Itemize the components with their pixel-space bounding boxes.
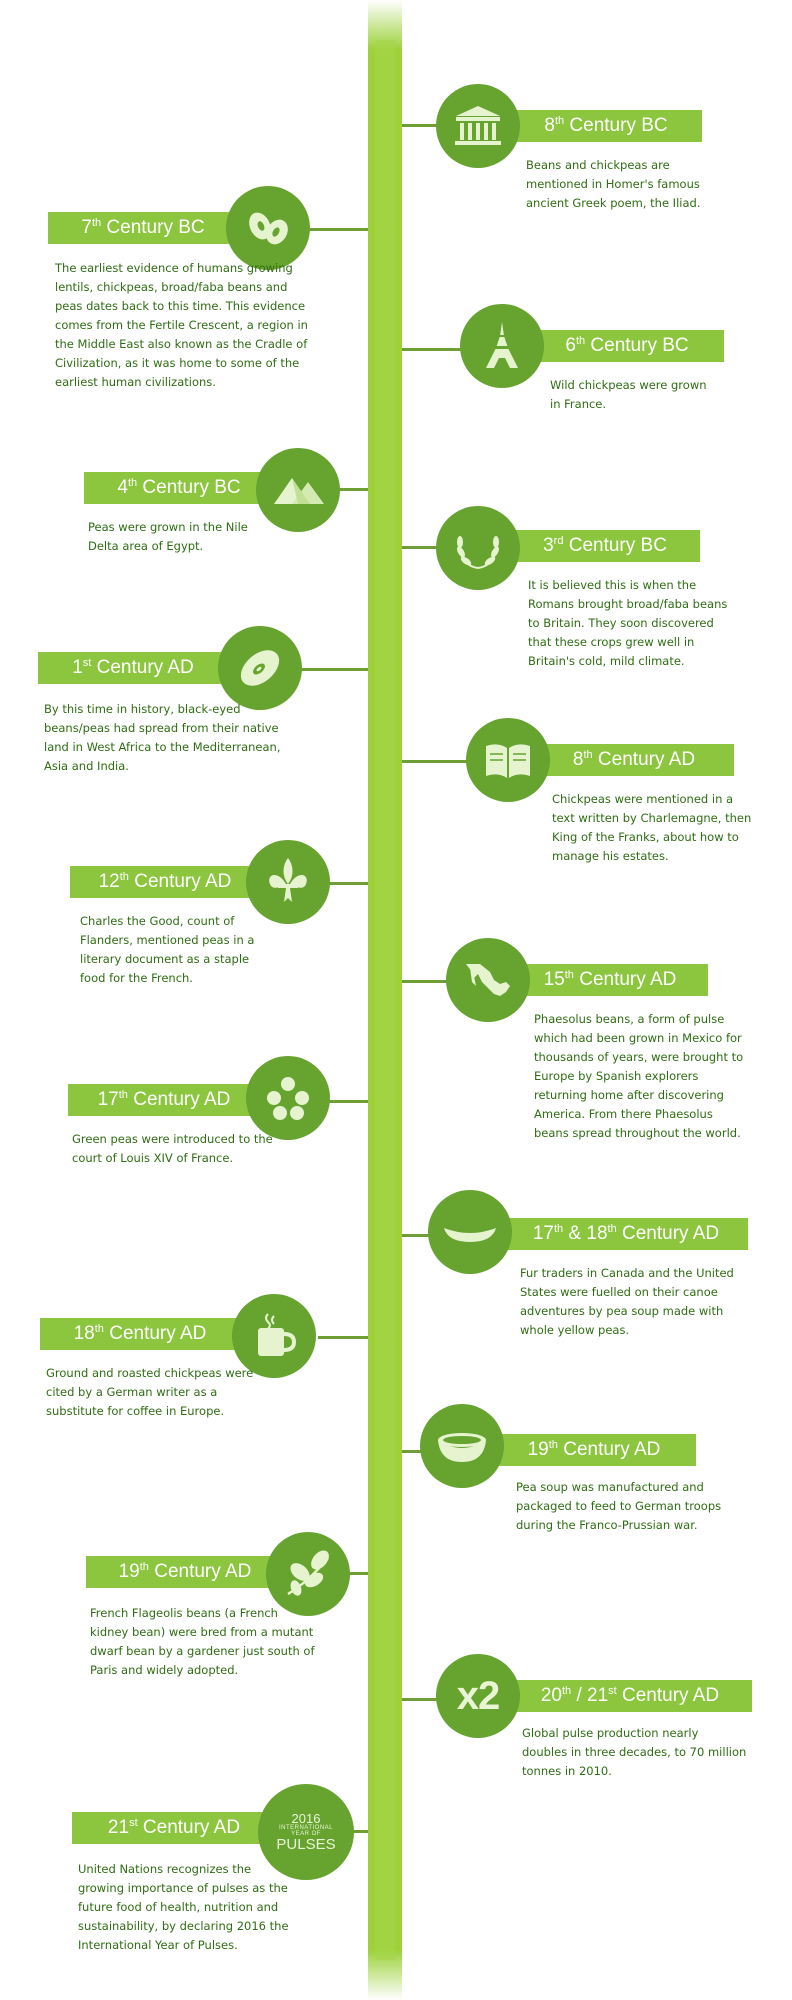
entry-label: 1st Century AD — [38, 652, 228, 684]
canoe-icon — [428, 1190, 512, 1274]
eiffel-tower-icon — [460, 304, 544, 388]
entry-description: It is believed this is when the Romans b… — [528, 578, 728, 668]
x2-text: x2 — [456, 1673, 500, 1718]
connector — [300, 668, 368, 671]
entry-label: 17th Century AD — [68, 1084, 260, 1116]
connector — [402, 760, 468, 763]
connector — [300, 228, 368, 231]
logo-year: 2016 — [291, 1811, 321, 1826]
entry-description: Global pulse production nearly doubles i… — [522, 1726, 747, 1778]
connector — [322, 1100, 368, 1103]
beans-icon — [226, 186, 310, 270]
laurel-wreath-icon — [436, 506, 520, 590]
connector — [318, 1336, 368, 1339]
mexico-map-icon — [446, 938, 530, 1022]
entry-description: Phaesolus beans, a form of pulse which h… — [534, 1012, 744, 1140]
pyramids-icon — [256, 448, 340, 532]
connector — [402, 1698, 438, 1701]
entry-label: 4th Century BC — [84, 472, 274, 504]
entry-label: 20th / 21st Century AD — [508, 1680, 752, 1712]
entry-description: Wild chickpeas were grown in France. — [550, 378, 707, 411]
entry-description: Fur traders in Canada and the United Sta… — [520, 1266, 734, 1337]
connector — [402, 348, 462, 351]
entry-label: 12th Century AD — [70, 866, 260, 898]
entry-description: Ground and roasted chickpeas were cited … — [46, 1366, 254, 1418]
entry-description: Beans and chickpeas are mentioned in Hom… — [526, 158, 701, 210]
entry-description: Green peas were introduced to the court … — [72, 1132, 273, 1165]
entry-label: 6th Century BC — [530, 330, 724, 362]
connector — [338, 1572, 368, 1575]
entry-description: Peas were grown in the Nile Delta area o… — [88, 520, 248, 553]
timeline-spine-core — [375, 40, 395, 1960]
entry-description: Chickpeas were mentioned in a text writt… — [552, 792, 752, 863]
black-eyed-pea-icon — [218, 626, 302, 710]
entry-description: French Flageolis beans (a French kidney … — [90, 1606, 315, 1677]
logo-line2: YEAR OF — [291, 1831, 321, 1837]
entry-label: 21st Century AD — [72, 1812, 276, 1844]
entry-label: 18th Century AD — [40, 1318, 240, 1350]
fleur-de-lis-icon — [246, 840, 330, 924]
entry-label: 8th Century BC — [510, 110, 702, 142]
x2-icon: x2 — [436, 1654, 520, 1738]
entry-description: By this time in history, black-eyed bean… — [44, 702, 281, 773]
connector — [402, 1450, 422, 1453]
greek-temple-icon — [436, 84, 520, 168]
logo-word: PULSES — [276, 1836, 336, 1853]
logo-line1: INTERNATIONAL — [278, 1825, 334, 1831]
entry-label: 19th Century AD — [492, 1434, 696, 1466]
soup-bowl-icon — [420, 1404, 504, 1488]
peas-icon — [246, 1056, 330, 1140]
entry-label: 17th & 18th Century AD — [504, 1218, 748, 1250]
entry-description: The earliest evidence of humans growing … — [55, 261, 308, 389]
bean-plant-icon — [266, 1532, 350, 1616]
entry-label: 3rd Century BC — [510, 530, 700, 562]
entry-label: 19th Century AD — [86, 1556, 284, 1588]
connector — [402, 124, 438, 127]
entry-description: Charles the Good, count of Flanders, men… — [80, 914, 255, 985]
coffee-mug-icon — [232, 1294, 316, 1378]
international-year-of-pulses-logo: 2016 INTERNATIONAL YEAR OF PULSES — [258, 1784, 354, 1880]
connector — [402, 546, 438, 549]
entry-description: Pea soup was manufactured and packaged t… — [516, 1480, 722, 1532]
entry-label: 8th Century AD — [534, 744, 734, 776]
entry-label: 7th Century BC — [48, 212, 238, 244]
entry-label: 15th Century AD — [512, 964, 708, 996]
connector — [402, 980, 448, 983]
connector — [332, 488, 368, 491]
connector — [322, 882, 368, 885]
open-book-icon — [466, 718, 550, 802]
entry-description: United Nations recognizes the growing im… — [78, 1862, 289, 1952]
connector — [402, 1234, 432, 1237]
